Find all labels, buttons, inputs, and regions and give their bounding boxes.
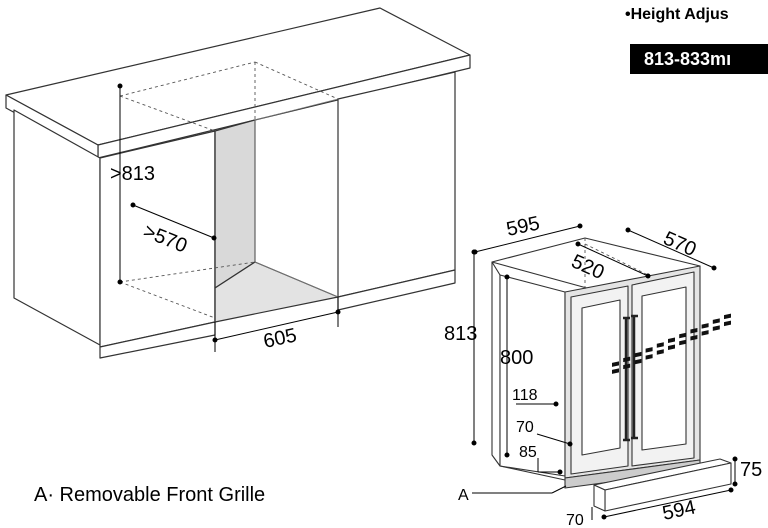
grille-slot — [668, 337, 675, 344]
grille-slot — [656, 342, 664, 348]
unit-depth-label: 570 — [660, 227, 699, 261]
cabinet-body — [13, 71, 456, 359]
cabinet-width-label: 605 — [261, 324, 298, 352]
grille-depth-label: 70 — [566, 512, 584, 528]
front-grille — [593, 458, 732, 512]
vent-118-label: 118 — [512, 387, 538, 404]
grille-slot — [634, 358, 642, 365]
countertop — [5, 7, 471, 159]
vent-85-label: 85 — [519, 444, 537, 461]
grille-slot — [690, 334, 698, 341]
grille-slot — [612, 368, 619, 374]
grille-slot — [679, 339, 687, 346]
grille-slot — [612, 361, 619, 367]
grille-slot — [701, 323, 709, 329]
wine-cooler — [491, 237, 701, 489]
grille-slot — [712, 318, 720, 324]
grille-dimension-lines — [591, 456, 738, 520]
cabinet-dimension-lines — [117, 83, 341, 352]
legend-removable-grille: A· Removable Front Grille — [34, 484, 266, 506]
grille-slot — [656, 349, 664, 355]
cooler-handles — [623, 314, 638, 442]
grille-slot — [679, 332, 687, 339]
grille-slot — [645, 354, 653, 360]
cabinet-height-label: >813 — [110, 163, 155, 185]
grille-slot — [668, 344, 675, 351]
height-adjust-title: •Height Adjus — [625, 6, 729, 23]
grille-slot — [623, 363, 631, 370]
grille-slot — [645, 347, 653, 353]
grille-slot — [623, 356, 631, 363]
unit-height-body-label: 800 — [500, 347, 533, 369]
grille-slot — [690, 327, 698, 334]
grille-slot — [701, 330, 709, 336]
unit-height-total-label: 813 — [444, 323, 477, 345]
grille-slots — [612, 313, 731, 374]
vent-70-label: 70 — [516, 419, 534, 436]
grille-slot — [724, 320, 731, 327]
cooler-dimension-lines — [471, 223, 717, 494]
grille-width-label: 594 — [660, 496, 697, 524]
grille-height-label: 75 — [740, 459, 762, 481]
grille-callout-label: A — [458, 487, 469, 504]
height-adjust-range: 813-833mı — [630, 44, 768, 74]
grille-slot — [634, 351, 642, 358]
grille-slot — [724, 313, 731, 320]
grille-slot — [712, 325, 720, 331]
